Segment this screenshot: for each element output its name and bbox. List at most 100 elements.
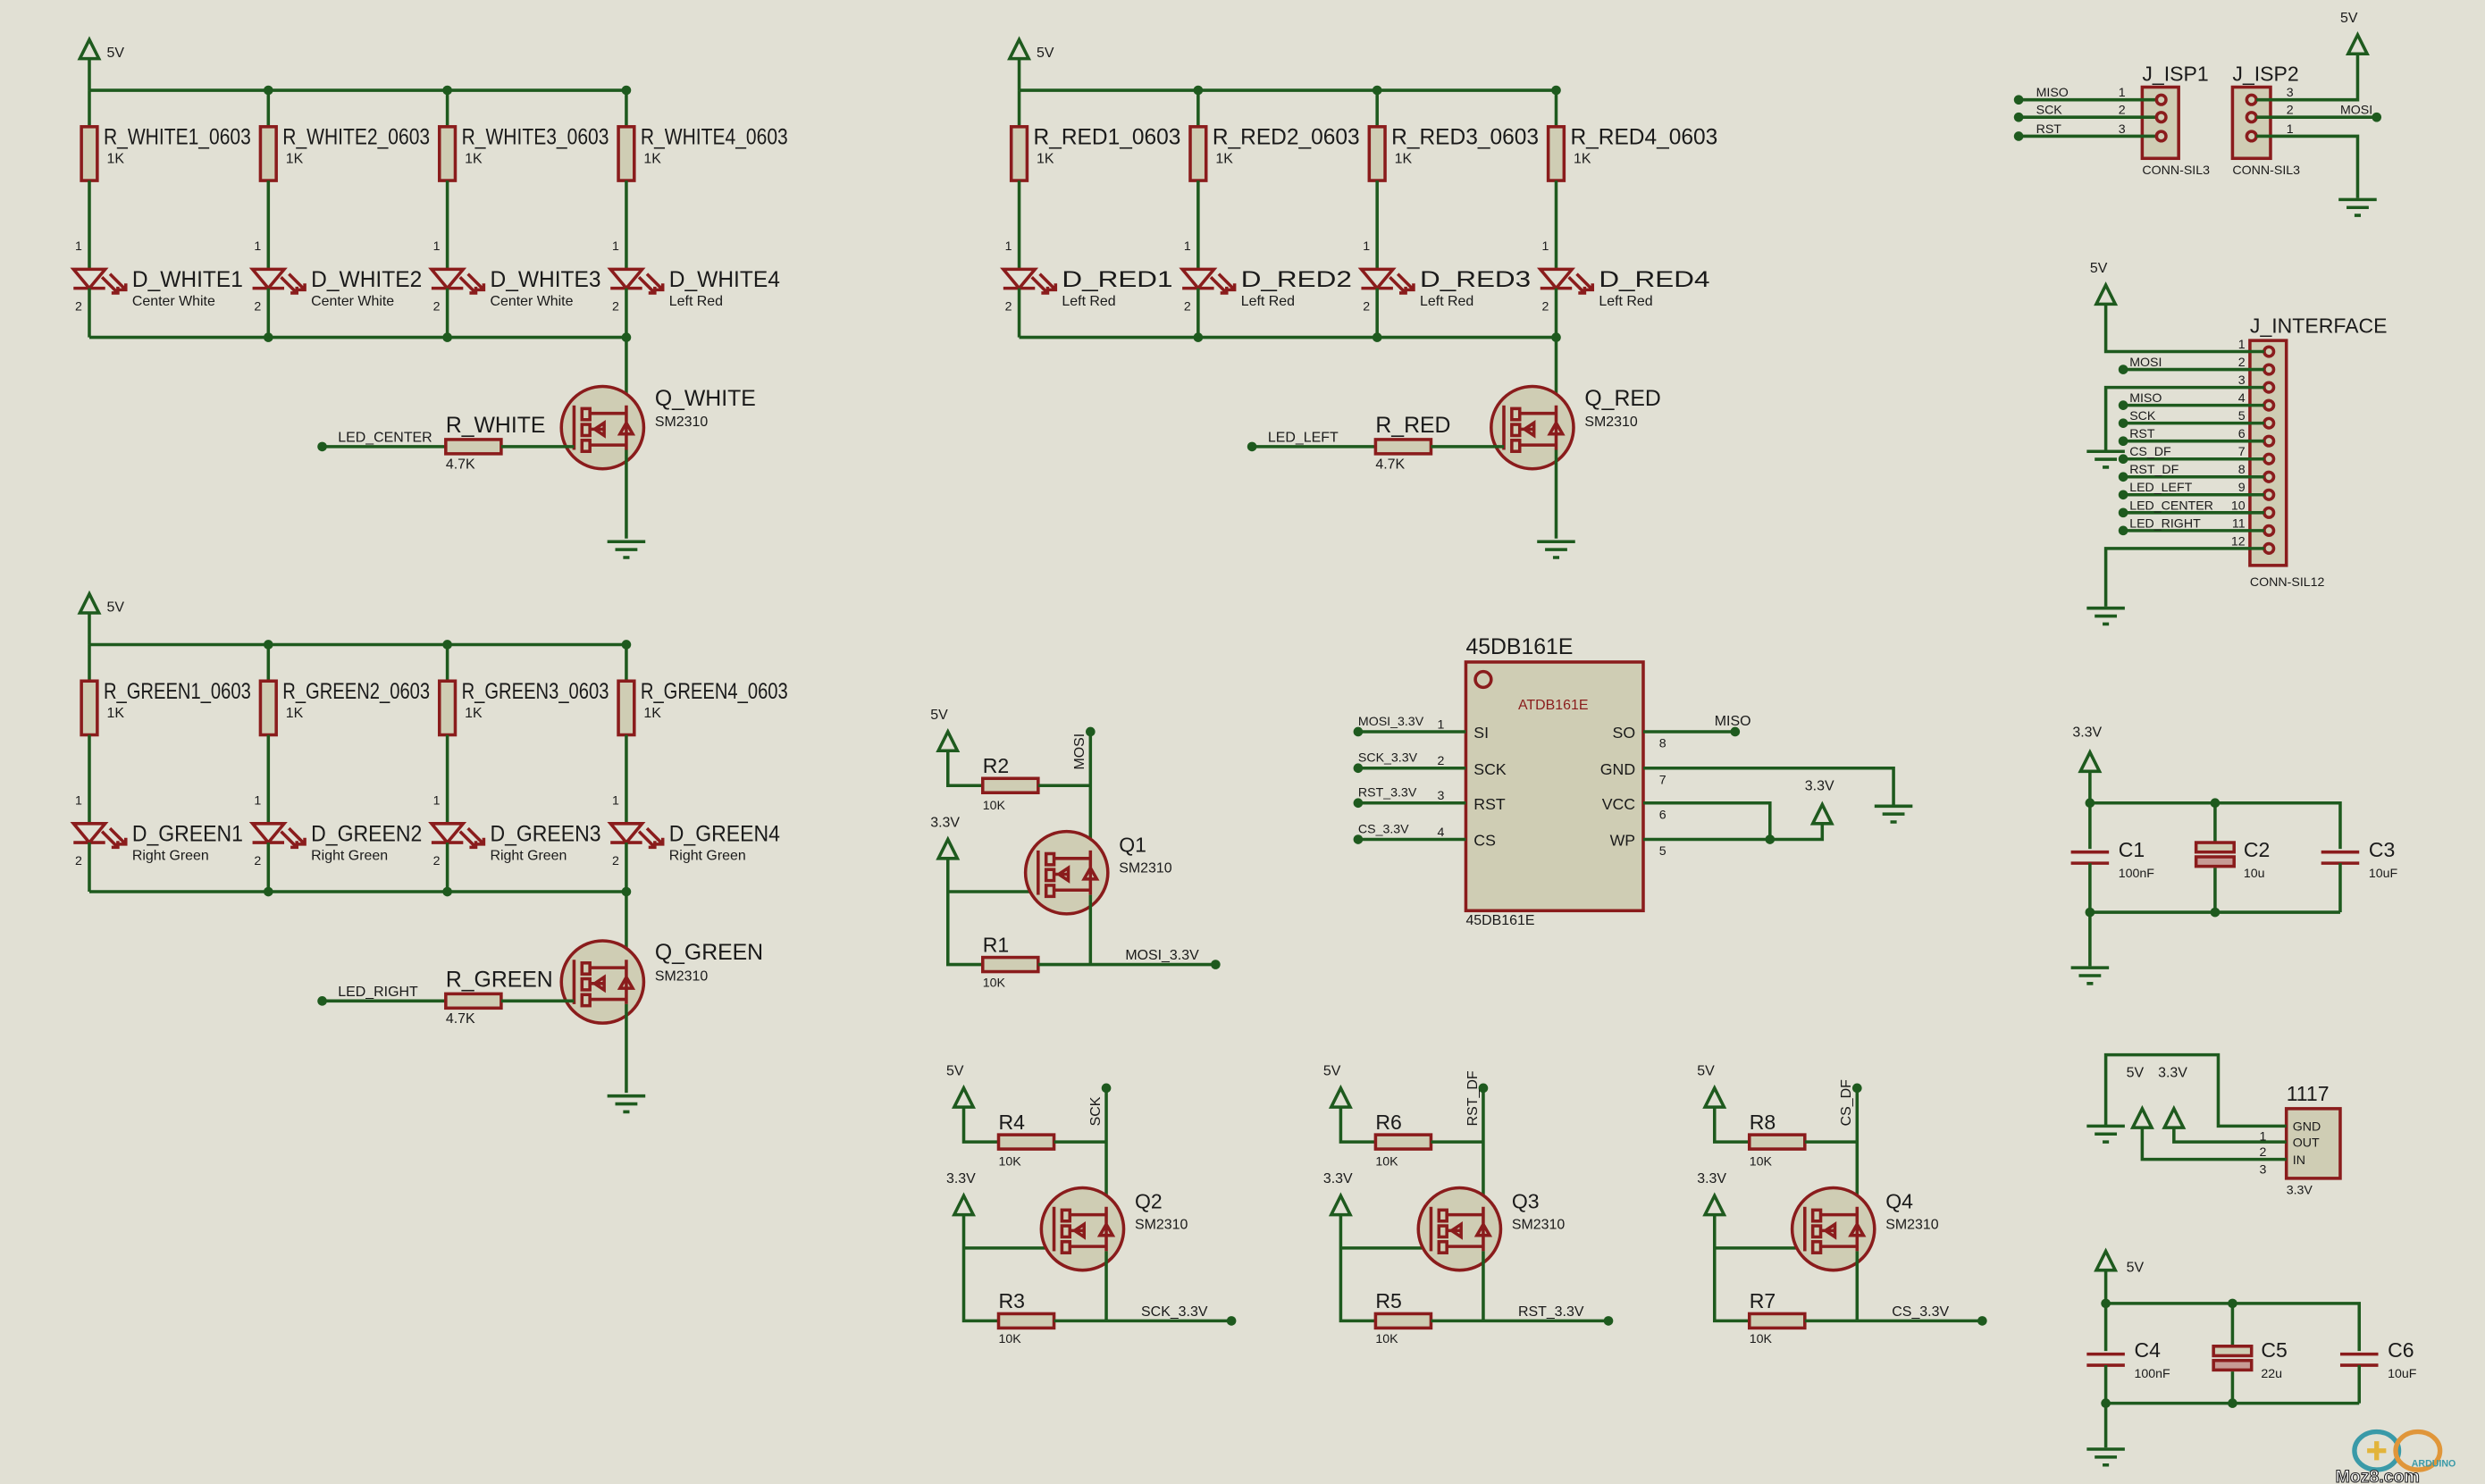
pin-number: 2 <box>1184 299 1191 314</box>
ground-icon <box>607 540 646 559</box>
wire <box>946 750 983 788</box>
pin1-marker-icon <box>1473 669 1493 690</box>
pin-number: 1 <box>1005 239 1012 254</box>
supply-label: 5V <box>930 708 948 723</box>
resistor-value: 1K <box>643 152 661 167</box>
power-arrow-icon <box>77 36 102 61</box>
supply-label: 3.3V <box>946 1171 976 1186</box>
led-light-arrows <box>1389 272 1415 295</box>
resistor-ref: R2 <box>983 754 1009 777</box>
junction-dot <box>1226 1316 1237 1326</box>
resistor-body <box>1373 1133 1433 1151</box>
supply-label: 3.3V <box>1697 1171 1726 1186</box>
supply-label: 3.3V <box>930 815 960 830</box>
resistor-ref: R_WHITE1_0603 <box>104 125 251 149</box>
power-arrow-icon <box>2094 281 2119 306</box>
mosfet-part: SM2310 <box>1512 1218 1565 1233</box>
capacitor-icon <box>2339 1352 2379 1367</box>
pin-number: 4 <box>2238 391 2246 406</box>
ground-icon <box>2086 606 2125 626</box>
regulator-1117 <box>2086 1052 2342 1180</box>
resistor-value: 10K <box>983 976 1006 990</box>
pin-number: 3 <box>1438 789 1445 803</box>
pin-number: 1 <box>1184 239 1191 254</box>
net-label: MISO <box>1715 714 1751 729</box>
connector-ref: J_ISP1 <box>2142 62 2208 85</box>
pin-number: 2 <box>433 854 441 868</box>
resistor-ref: R7 <box>1750 1289 1776 1312</box>
mosfet-part: SM2310 <box>1885 1218 1938 1233</box>
mosfet-ref: Q_GREEN <box>655 941 763 965</box>
resistor-ref: R3 <box>999 1289 1025 1312</box>
led-icon <box>1536 267 1595 295</box>
supply-label: 5V <box>946 1064 964 1079</box>
resistor-ref: R_RED4_0603 <box>1570 125 1717 149</box>
led-desc: Left Red <box>669 294 723 309</box>
junction-dot <box>621 640 632 650</box>
led-triangle <box>70 267 109 291</box>
pin-number: 1 <box>75 239 82 254</box>
resistor-ref: R_WHITE2_0603 <box>282 125 430 149</box>
led-desc: Right Green <box>490 849 567 864</box>
net-label: MOSI <box>2340 104 2372 118</box>
led-desc: Right Green <box>669 849 746 864</box>
led-icon <box>70 267 128 295</box>
pin-name: SI <box>1473 724 1489 742</box>
resistor-ref: R8 <box>1750 1111 1776 1134</box>
wire <box>1642 801 1772 840</box>
net-label: CS_3.3V <box>1892 1304 1949 1320</box>
resistor-ref: R5 <box>1375 1289 1401 1312</box>
pin-number: 1 <box>254 239 261 254</box>
mosfet-leads <box>1070 1206 1116 1252</box>
led-desc: Left Red <box>1062 294 1115 309</box>
led-desc: Right Green <box>311 849 388 864</box>
junction-dot <box>1247 441 1257 452</box>
net-label: MISO <box>2129 391 2162 406</box>
pin-number: 9 <box>2238 481 2246 495</box>
led-ref: D_WHITE1 <box>132 268 243 292</box>
regulator-ref: 1117 <box>2287 1082 2330 1105</box>
net-label: MISO <box>2036 86 2069 100</box>
resistor-value: 4.7K <box>1375 457 1405 473</box>
pin-number: 2 <box>612 299 619 314</box>
resistor-body <box>996 1133 1056 1151</box>
power-arrow-icon <box>2162 1104 2187 1129</box>
net-label: SCK <box>1088 1096 1104 1126</box>
resistor-ref: R_WHITE4_0603 <box>641 125 788 149</box>
mosfet-ref: Q3 <box>1512 1190 1540 1213</box>
wire <box>2103 304 2264 354</box>
led-ref: D_RED4 <box>1599 268 1709 292</box>
pin-name: GND <box>2293 1120 2321 1135</box>
pin-number: 1 <box>2119 86 2126 100</box>
mosfet-part: SM2310 <box>1584 415 1637 430</box>
watermark-site: Moz8.com <box>2336 1467 2420 1484</box>
capacitor-value: 10uF <box>2388 1367 2417 1381</box>
mosfet-icon <box>1039 1186 1126 1272</box>
led-light-arrows <box>100 826 128 850</box>
wire <box>2103 547 2264 607</box>
cap-plate <box>2212 1345 2254 1358</box>
led-ref: D_GREEN4 <box>669 822 780 846</box>
chip-body <box>1464 660 1645 913</box>
wire <box>2256 134 2360 198</box>
pin-icon <box>2154 111 2168 124</box>
resistor-ref: R_GREEN1_0603 <box>104 680 251 704</box>
mosfet-ref: Q_RED <box>1584 387 1660 411</box>
power-arrow-icon <box>952 1084 977 1109</box>
led-triangle <box>1357 267 1397 291</box>
resistor-body <box>80 125 99 182</box>
led-bank-2 <box>70 590 665 1114</box>
junction-dot <box>2228 1298 2237 1309</box>
resistor-value: 10K <box>1375 1155 1398 1170</box>
chip-part: ATDB161E <box>1518 698 1589 713</box>
connector-ref: J_INTERFACE <box>2250 314 2388 337</box>
pin-number: 8 <box>2238 463 2246 477</box>
junction-dot <box>1211 960 1221 969</box>
level-shifter-Q4 <box>1702 1083 1987 1330</box>
cap-plate <box>2194 841 2236 854</box>
resistor-ref: R_WHITE <box>446 414 546 438</box>
led-desc: Center White <box>132 294 215 309</box>
resistor-body <box>1367 125 1387 182</box>
pin-number: 2 <box>254 854 261 868</box>
